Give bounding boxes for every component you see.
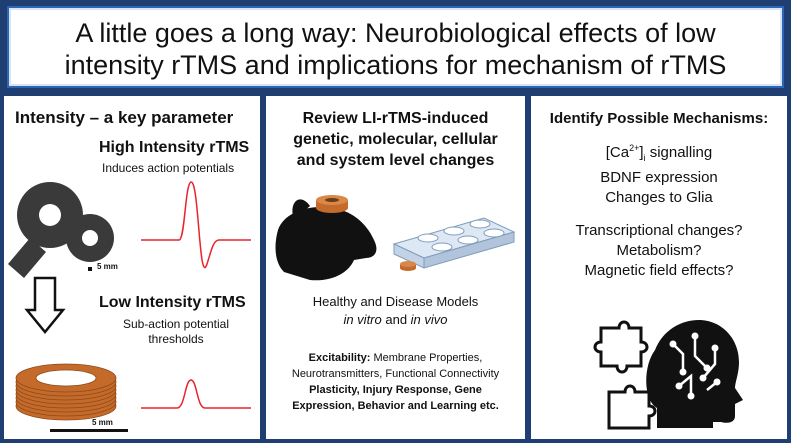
action-potential-waveform bbox=[141, 181, 251, 269]
high-intensity-sub: Induces action potentials bbox=[102, 161, 235, 175]
ca-bracket: ] bbox=[639, 144, 644, 161]
excitability-line: Excitability: Membrane Properties, bbox=[266, 350, 525, 366]
ca-subscript: i bbox=[643, 153, 646, 163]
calcium-signalling: [Ca2+]i signalling bbox=[531, 138, 787, 168]
title-line-1: A little goes a long way: Neurobiologica… bbox=[75, 18, 716, 48]
mechanisms-panel: Identify Possible Mechanisms: [Ca2+]i si… bbox=[531, 96, 787, 439]
down-arrow-icon bbox=[24, 276, 66, 334]
scale-label-large: 5 mm bbox=[92, 418, 113, 427]
intensity-heading: Intensity – a key parameter bbox=[15, 108, 234, 127]
copper-coil-icon bbox=[15, 363, 117, 421]
low-intensity-label: Low Intensity rTMS bbox=[99, 294, 246, 311]
high-intensity-label: High Intensity rTMS bbox=[99, 139, 250, 156]
expression-line: Expression, Behavior and Learning etc. bbox=[292, 400, 499, 412]
review-heading-line-3: and system level changes bbox=[296, 152, 495, 169]
excitability-label: Excitability: bbox=[308, 352, 371, 364]
rat-head-icon bbox=[275, 195, 377, 281]
models-line-1: Healthy and Disease Models bbox=[312, 294, 479, 309]
subthreshold-waveform bbox=[141, 379, 251, 409]
in-vivo-text: in vivo bbox=[410, 312, 448, 327]
excitability-text: Membrane Properties, bbox=[370, 352, 483, 364]
review-heading-line-1: Review LI-rTMS-induced bbox=[302, 110, 489, 127]
well-plate-icon bbox=[392, 217, 516, 271]
glia-changes: Changes to Glia bbox=[605, 189, 713, 206]
ca-prefix: [Ca bbox=[605, 144, 630, 161]
changes-list: Excitability: Membrane Properties, Neuro… bbox=[266, 350, 525, 414]
review-heading-line-2: genetic, molecular, cellular bbox=[293, 131, 498, 148]
head-puzzle-icon bbox=[593, 320, 743, 430]
page-title: A little goes a long way: Neurobiologica… bbox=[9, 17, 782, 81]
review-panel: Review LI-rTMS-induced genetic, molecula… bbox=[266, 96, 525, 439]
models-text: Healthy and Disease Models in vitro and … bbox=[266, 293, 525, 329]
metabolism-question: Metabolism? bbox=[616, 242, 702, 259]
review-heading: Review LI-rTMS-induced genetic, molecula… bbox=[266, 108, 525, 171]
mechanisms-heading: Identify Possible Mechanisms: bbox=[549, 110, 769, 127]
low-intensity-sub: Sub-action potential thresholds bbox=[112, 317, 240, 347]
intensity-panel: Intensity – a key parameter High Intensi… bbox=[4, 96, 260, 439]
ca-superscript: 2+ bbox=[629, 143, 640, 153]
known-mechanisms: [Ca2+]i signalling BDNF expression Chang… bbox=[531, 138, 787, 208]
title-line-2: intensity rTMS and implications for mech… bbox=[64, 50, 727, 80]
magnetic-question: Magnetic field effects? bbox=[584, 262, 734, 279]
title-box: A little goes a long way: Neurobiologica… bbox=[7, 6, 784, 88]
scale-bar-large bbox=[50, 429, 128, 432]
bdnf-expression: BDNF expression bbox=[600, 169, 718, 186]
scale-bar-small bbox=[88, 267, 92, 271]
scale-label-small: 5 mm bbox=[97, 262, 118, 271]
figure-eight-coil-icon bbox=[8, 182, 114, 278]
and-text: and bbox=[381, 312, 411, 327]
plasticity-line: Plasticity, Injury Response, Gene bbox=[309, 384, 482, 396]
low-intensity-sub-line-2: thresholds bbox=[148, 332, 204, 346]
in-vitro-text: in vitro bbox=[343, 312, 382, 327]
neurotransmitters-line: Neurotransmitters, Functional Connectivi… bbox=[291, 368, 500, 380]
ca-suffix: signalling bbox=[645, 144, 713, 161]
transcriptional-question: Transcriptional changes? bbox=[575, 222, 743, 239]
low-intensity-sub-line-1: Sub-action potential bbox=[122, 317, 230, 331]
open-questions: Transcriptional changes? Metabolism? Mag… bbox=[531, 221, 787, 281]
models-line-2: in vitro and in vivo bbox=[266, 311, 525, 329]
